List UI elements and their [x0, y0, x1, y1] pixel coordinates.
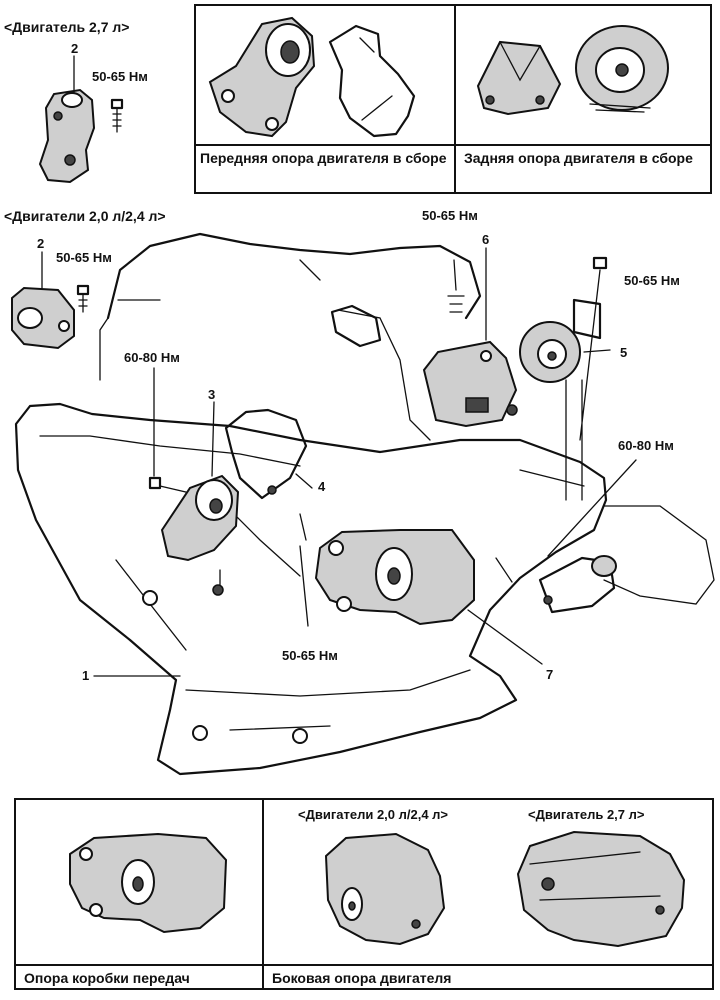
- side-mount-2024-drawing: [324, 832, 446, 946]
- torque-label-top-right: 50-65 Нм: [624, 273, 680, 288]
- callout-3: 3: [208, 387, 216, 402]
- front-mount-drawing: [208, 16, 416, 138]
- side-mount-27-drawing: [516, 830, 686, 948]
- bottom-engine-27-title: <Двигатель 2,7 л>: [528, 807, 645, 822]
- side-mount-caption: Боковая опора двигателя: [272, 970, 452, 986]
- callout-6: 6: [482, 232, 490, 247]
- torque-label-left-6080: 60-80 Нм: [124, 350, 180, 365]
- subframe-drawing: [14, 304, 715, 776]
- front-mount-caption: Передняя опора двигателя в сборе: [200, 150, 447, 166]
- bottom-detail-frame: [14, 798, 714, 990]
- gearbox-mount-caption: Опора коробки передач: [24, 970, 190, 986]
- mount-5-drawing: [519, 256, 608, 501]
- callout-5: 5: [620, 345, 628, 360]
- right-bracket-drawing: [538, 555, 617, 614]
- torque-label-top-center: 50-65 Нм: [422, 208, 478, 223]
- engine-2024-title: <Двигатели 2,0 л/2,4 л>: [4, 208, 166, 224]
- mount-3-drawing: [148, 408, 308, 596]
- engine-mount-2024-small: [11, 251, 90, 350]
- transmission-outline: [99, 232, 482, 381]
- rear-mount-drawing: [476, 25, 669, 116]
- mount-6-drawing: [422, 259, 518, 428]
- rear-mount-caption: Задняя опора двигателя в сборе: [464, 150, 693, 166]
- mount-7-drawing: [314, 529, 513, 626]
- callout-1: 1: [82, 668, 90, 683]
- top-frame-divider: [454, 4, 456, 194]
- engine-mount-27-small: [38, 55, 124, 184]
- top-detail-frame: [194, 4, 712, 194]
- torque-label-bottom: 50-65 Нм: [282, 648, 338, 663]
- top-frame-caption-rule: [194, 144, 712, 146]
- torque-label-top-left: 50-65 Нм: [56, 250, 112, 265]
- bottom-frame-divider: [262, 798, 264, 990]
- callout-2-top: 2: [71, 41, 79, 56]
- callout-2-middle: 2: [37, 236, 45, 251]
- torque-label-top: 50-65 Нм: [92, 69, 148, 84]
- bottom-engine-2024-title: <Двигатели 2,0 л/2,4 л>: [298, 807, 449, 822]
- gearbox-mount-drawing: [69, 832, 228, 934]
- engine-27-title: <Двигатель 2,7 л>: [4, 19, 130, 35]
- torque-label-right-6080: 60-80 Нм: [618, 438, 674, 453]
- leader-lines: [93, 247, 637, 677]
- callout-7: 7: [546, 667, 554, 682]
- bottom-frame-caption-rule: [14, 964, 714, 966]
- callout-4: 4: [318, 479, 326, 494]
